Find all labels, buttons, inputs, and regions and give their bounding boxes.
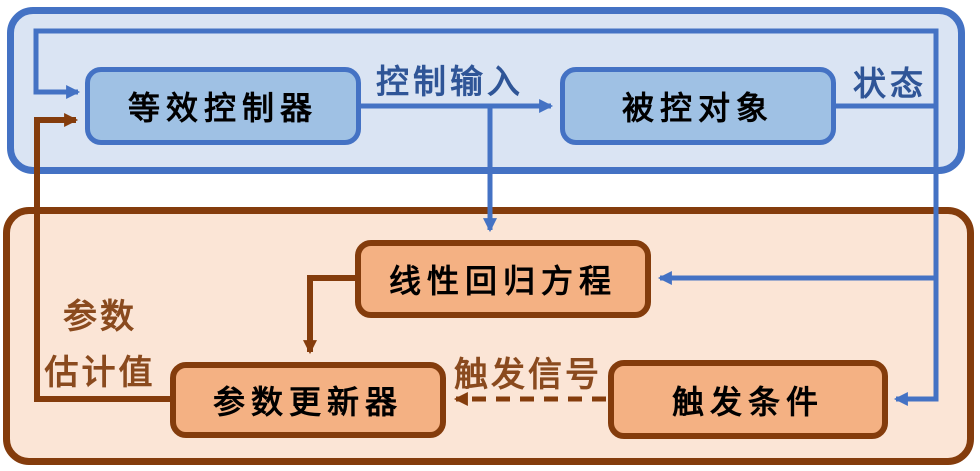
state-label: 状态 (853, 67, 927, 103)
linear-regression-label: 线性回归方程 (388, 263, 617, 299)
trigger-condition-node: 触发条件 (608, 360, 888, 439)
control-input-label: 控制输入 (376, 65, 524, 101)
equivalent-controller-label: 等效控制器 (127, 90, 318, 126)
parameter-estimate-label-line1: 参数 (63, 299, 137, 336)
trigger-condition-label: 触发条件 (671, 383, 824, 420)
parameter-estimate-label: 参数 估计值 (24, 290, 176, 402)
controlled-object-node: 被控对象 (560, 67, 836, 145)
parameter-updater-node: 参数更新器 (170, 362, 446, 438)
linear-regression-node: 线性回归方程 (355, 240, 651, 318)
controlled-object-label: 被控对象 (621, 90, 774, 126)
parameter-updater-label: 参数更新器 (212, 384, 403, 420)
parameter-estimate-label-line2: 估计值 (44, 355, 156, 392)
trigger-signal-label: 触发信号 (454, 357, 602, 394)
equivalent-controller-node: 等效控制器 (85, 67, 361, 145)
